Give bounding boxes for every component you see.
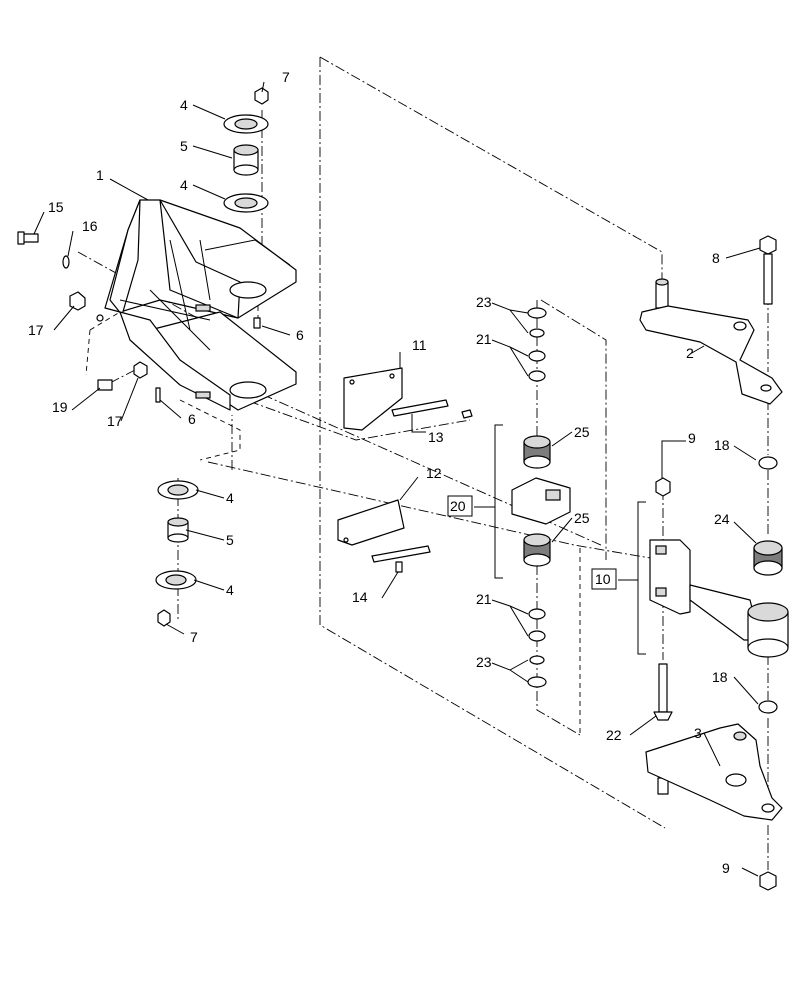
callout-25-top: 25 xyxy=(574,424,590,440)
callout-5-lower: 5 xyxy=(226,532,234,548)
callout-19: 19 xyxy=(52,399,68,415)
callout-21-top: 21 xyxy=(476,331,492,347)
callout-23-bottom: 23 xyxy=(476,654,492,670)
callout-18-top: 18 xyxy=(714,437,730,453)
callout-12: 12 xyxy=(426,465,442,481)
callout-4-top: 4 xyxy=(180,97,188,113)
lower-bearing-stack xyxy=(155,480,199,627)
main-bracket-part-1 xyxy=(96,199,297,411)
callout-5-top: 5 xyxy=(180,138,188,154)
callout-22: 22 xyxy=(606,727,622,743)
cover-plates xyxy=(337,367,473,573)
callout-labels: 1 4 5 4 7 15 16 17 19 17 6 6 11 13 12 14… xyxy=(28,69,730,876)
callout-1: 1 xyxy=(96,167,104,183)
group-box-10 xyxy=(591,568,617,590)
callout-13: 13 xyxy=(428,429,444,445)
callout-24: 24 xyxy=(714,511,730,527)
callout-20: 20 xyxy=(450,498,466,514)
left-fasteners xyxy=(17,231,261,403)
callout-7-top: 7 xyxy=(282,69,290,85)
callout-9-bottom: 9 xyxy=(722,860,730,876)
callout-21-bottom: 21 xyxy=(476,591,492,607)
callout-16: 16 xyxy=(82,218,98,234)
callout-8: 8 xyxy=(712,250,720,266)
callout-leaders xyxy=(33,81,761,877)
callout-14: 14 xyxy=(352,589,368,605)
callout-9-top: 9 xyxy=(688,430,696,446)
callout-6-lower: 6 xyxy=(188,411,196,427)
right-linkage-assembly xyxy=(639,235,789,891)
callout-23-top: 23 xyxy=(476,294,492,310)
callout-17-center: 17 xyxy=(107,413,123,429)
callout-6-upper: 6 xyxy=(296,327,304,343)
callout-3: 3 xyxy=(694,725,702,741)
callout-15: 15 xyxy=(48,199,64,215)
upper-bearing-stack xyxy=(223,87,269,213)
callout-11: 11 xyxy=(412,337,427,353)
callout-17-left: 17 xyxy=(28,322,44,338)
callout-10: 10 xyxy=(595,571,611,587)
callout-18-bottom: 18 xyxy=(712,669,728,685)
center-bushing-assembly xyxy=(511,307,571,688)
callout-4-lower: 4 xyxy=(226,490,234,506)
callout-4-upper: 4 xyxy=(180,177,188,193)
callout-2: 2 xyxy=(686,345,694,361)
callout-4-bottom: 4 xyxy=(226,582,234,598)
group-indicators xyxy=(447,424,646,655)
callout-7-bottom: 7 xyxy=(190,629,198,645)
callout-25-bottom: 25 xyxy=(574,510,590,526)
group-box-20 xyxy=(447,495,473,517)
